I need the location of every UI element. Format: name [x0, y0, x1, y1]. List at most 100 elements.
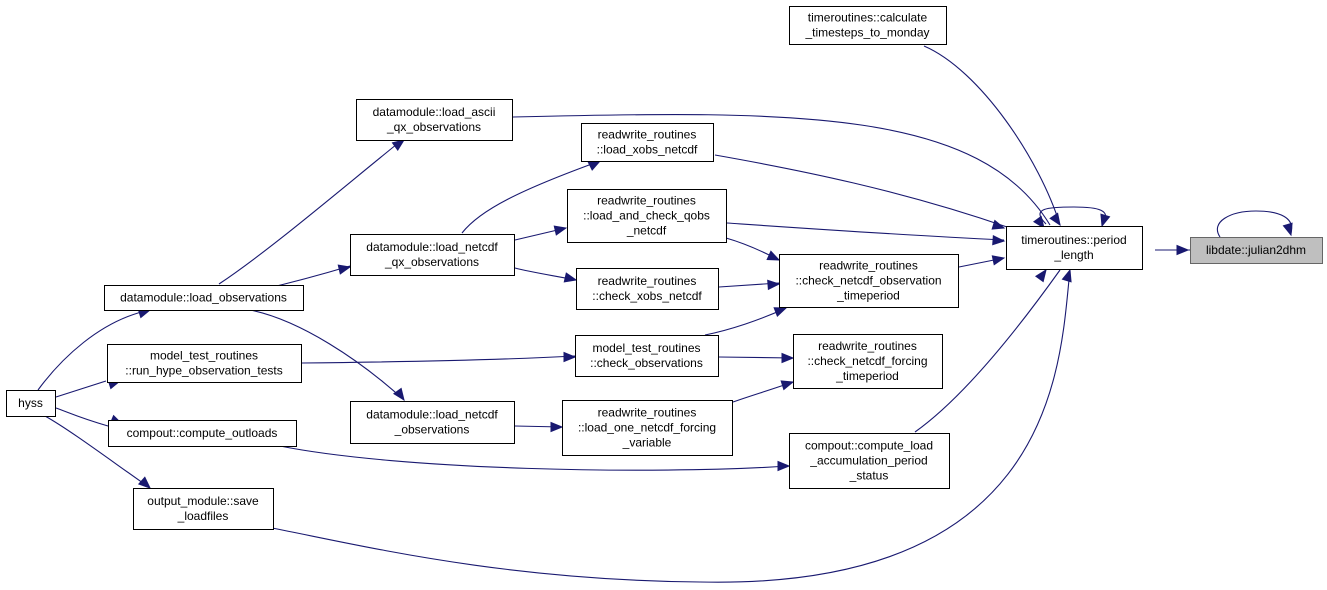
node-label: _timesteps_to_monday	[804, 26, 929, 40]
arrowhead	[767, 279, 781, 291]
node-label: ::load_one_netcdf_forcing	[578, 421, 716, 435]
node-label: ::check_netcdf_observation	[795, 274, 941, 288]
node-box	[6, 390, 56, 417]
node-compute-load-accum[interactable]: compout::compute_load_accumulation_perio…	[789, 433, 950, 489]
node-julian2dhm[interactable]: libdate::julian2dhm	[1190, 237, 1323, 264]
edge-line	[37, 309, 151, 391]
node-label: ::load_and_check_qobs	[583, 209, 710, 223]
arrowhead	[1282, 222, 1293, 237]
node-box	[104, 285, 304, 311]
node-check-netcdf-forcing-tp[interactable]: readwrite_routines::check_netcdf_forcing…	[793, 334, 943, 389]
node-compute-outloads[interactable]: compout::compute_outloads	[108, 420, 297, 447]
edge-julian2dhm-to-julian2dhm	[1216, 210, 1293, 238]
node-label: datamodule::load_netcdf	[366, 240, 498, 254]
edge-line	[279, 445, 790, 471]
edge-period-length-to-load-ascii-qx	[512, 113, 1051, 230]
node-calc-timesteps[interactable]: timeroutines::calculate_timesteps_to_mon…	[789, 6, 947, 45]
node-box	[793, 334, 943, 389]
node-box	[107, 344, 302, 383]
edge-period-length-to-calc-timesteps	[923, 45, 1061, 227]
arrowhead	[553, 225, 568, 236]
node-run-hype-obs-tests[interactable]: model_test_routines::run_hype_observatio…	[107, 344, 302, 383]
node-box	[356, 99, 513, 141]
edge-line	[44, 415, 151, 489]
arrowhead	[1100, 213, 1111, 228]
edge-line	[1039, 206, 1107, 225]
arrowhead	[1061, 268, 1072, 283]
node-label: datamodule::load_ascii	[373, 105, 496, 119]
arrowhead	[780, 380, 795, 391]
edge-line	[726, 222, 1005, 241]
arrowhead	[777, 460, 791, 472]
edge-line	[704, 307, 787, 336]
edges	[37, 45, 1293, 583]
node-box	[108, 420, 297, 447]
node-load-check-qobs[interactable]: readwrite_routines::load_and_check_qobs_…	[567, 189, 727, 243]
node-label: _timeperiod	[836, 289, 900, 303]
edge-check-netcdf-obs-tp-to-load-check-qobs	[725, 237, 781, 261]
edge-load-ascii-qx-to-load-observations	[218, 139, 406, 285]
node-box	[350, 401, 515, 444]
node-label: datamodule::load_observations	[120, 291, 287, 305]
arrowhead	[1049, 212, 1061, 227]
node-box	[575, 335, 719, 377]
node-label: model_test_routines	[150, 349, 258, 363]
arrowhead	[337, 264, 352, 275]
node-load-ascii-qx[interactable]: datamodule::load_ascii_qx_observations	[356, 99, 513, 141]
arrowhead	[991, 255, 1006, 266]
node-label: _accumulation_period	[809, 454, 927, 468]
edge-compute-load-accum-to-compute-outloads	[279, 445, 791, 472]
edge-line	[218, 139, 403, 285]
node-check-observations[interactable]: model_test_routines::check_observations	[575, 335, 719, 377]
node-label: _netcdf	[626, 224, 667, 238]
edge-line	[512, 113, 1051, 226]
node-label: output_module::save	[147, 494, 259, 508]
node-box	[581, 123, 714, 162]
node-label: datamodule::load_netcdf	[366, 408, 498, 422]
node-load-netcdf-obs[interactable]: datamodule::load_netcdf_observations	[350, 401, 515, 444]
node-save-loadfiles[interactable]: output_module::save_loadfiles	[133, 488, 274, 530]
edge-period-length-to-compute-load-accum	[914, 268, 1061, 433]
node-label: _timeperiod	[835, 369, 899, 383]
node-load-one-netcdf-forcing[interactable]: readwrite_routines::load_one_netcdf_forc…	[562, 400, 733, 456]
node-label: readwrite_routines	[819, 259, 918, 273]
edge-period-length-to-check-netcdf-obs-tp	[958, 255, 1006, 268]
node-label: model_test_routines	[592, 341, 700, 355]
edge-line	[718, 356, 794, 359]
node-check-netcdf-obs-tp[interactable]: readwrite_routines::check_netcdf_observa…	[779, 254, 959, 308]
arrowhead	[137, 476, 151, 489]
node-box	[133, 488, 274, 530]
edge-check-netcdf-forcing-tp-to-load-one-netcdf-forcing	[732, 380, 795, 403]
arrowhead	[992, 234, 1006, 246]
node-check-xobs-netcdf[interactable]: readwrite_routines::check_xobs_netcdf	[576, 268, 719, 310]
node-load-xobs-netcdf[interactable]: readwrite_routines::load_xobs_netcdf	[581, 123, 714, 162]
node-label: _loadfiles	[177, 509, 229, 523]
nodes: libdate::julian2dhm timeroutines::period_…	[6, 6, 1323, 530]
node-label: timeroutines::calculate	[808, 11, 928, 25]
edge-period-length-to-period-length	[1039, 206, 1111, 228]
edge-load-netcdf-obs-to-load-observations	[249, 309, 405, 402]
node-box	[789, 433, 950, 489]
node-label: _qx_observations	[386, 120, 481, 134]
edge-line	[914, 269, 1061, 433]
arrowhead	[1032, 215, 1045, 230]
node-label: _length	[1053, 248, 1093, 262]
edge-line	[55, 380, 107, 398]
node-hyss[interactable]: hyss	[6, 390, 56, 417]
edge-save-loadfiles-to-hyss	[44, 415, 151, 489]
node-box	[779, 254, 959, 308]
node-period-length[interactable]: timeroutines::period_length	[1006, 226, 1143, 270]
node-label: compout::compute_load	[805, 439, 933, 453]
edge-check-xobs-netcdf-to-load-netcdf-qx	[514, 267, 578, 283]
arrowhead	[773, 307, 788, 318]
node-label: libdate::julian2dhm	[1206, 243, 1306, 257]
arrowhead	[1034, 268, 1047, 283]
edge-check-observations-to-run-hype-obs-tests	[301, 351, 577, 364]
arrowhead	[1176, 244, 1190, 256]
node-label: _status	[849, 469, 889, 483]
node-load-observations[interactable]: datamodule::load_observations	[104, 285, 304, 311]
node-box	[1006, 226, 1143, 270]
node-load-netcdf-qx[interactable]: datamodule::load_netcdf_qx_observations	[350, 234, 515, 276]
node-box	[562, 400, 733, 456]
edge-line	[461, 160, 601, 234]
